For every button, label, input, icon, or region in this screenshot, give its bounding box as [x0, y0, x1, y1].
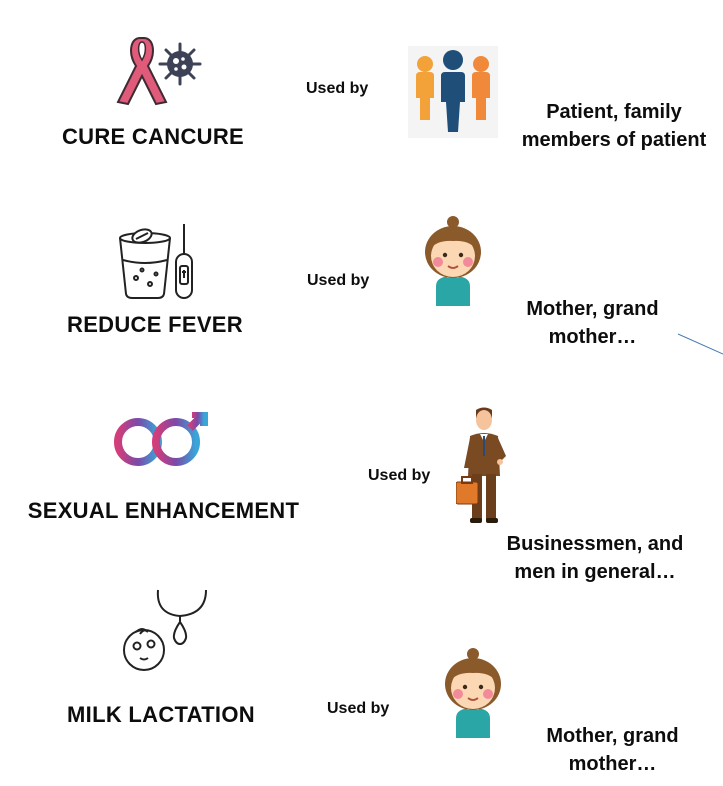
lactation-icon-wrap: [118, 586, 213, 676]
woman-avatar-icon: [425, 216, 481, 306]
woman-avatar-wrap: [438, 646, 508, 738]
users-line: Businessmen, and: [506, 533, 684, 555]
used-by-label: Used by: [327, 700, 390, 717]
use-title-cure-cancer: CURE CANCURE: [61, 124, 245, 149]
users-line: mother…: [568, 753, 657, 775]
people-group-wrap: [408, 46, 498, 138]
users-line: men in general…: [514, 561, 676, 583]
gender-icon-wrap: [110, 412, 210, 484]
users-line: mother…: [548, 326, 637, 348]
users-group-patient: Patient, family members of patient: [500, 98, 723, 154]
users-group-businessmen: Businessmen, and men in general…: [495, 530, 695, 586]
users-group-mother: Mother, grand mother…: [500, 295, 685, 351]
used-by-label: Used by: [307, 272, 370, 289]
baby-milk-drop-icon: [123, 589, 207, 671]
used-by-label: Used by: [368, 467, 431, 484]
users-line: members of patient: [521, 129, 707, 151]
woman-avatar-wrap: [418, 214, 488, 306]
businessman-icon: [456, 407, 506, 523]
gender-symbols-icon: [114, 412, 208, 480]
people-group-icon: [416, 50, 490, 132]
use-title-sexual-enhancement: SEXUAL ENHANCEMENT: [27, 498, 300, 523]
users-line: Mother, grand: [546, 725, 679, 747]
users-group-mother: Mother, grand mother…: [520, 722, 705, 778]
ribbon-virus-icon: [116, 37, 202, 106]
businessman-wrap: [456, 406, 512, 526]
medicine-thermometer-icon: [119, 224, 193, 299]
use-title-reduce-fever: REDUCE FEVER: [67, 312, 243, 337]
use-title-milk-lactation: MILK LACTATION: [67, 702, 255, 727]
cancer-icon-wrap: [110, 30, 205, 110]
users-line: Mother, grand: [526, 298, 659, 320]
users-line: Patient, family: [546, 101, 682, 123]
connector-line: [677, 333, 723, 355]
fever-icon-wrap: [112, 220, 202, 304]
woman-avatar-icon: [445, 648, 501, 738]
used-by-label: Used by: [306, 80, 369, 97]
